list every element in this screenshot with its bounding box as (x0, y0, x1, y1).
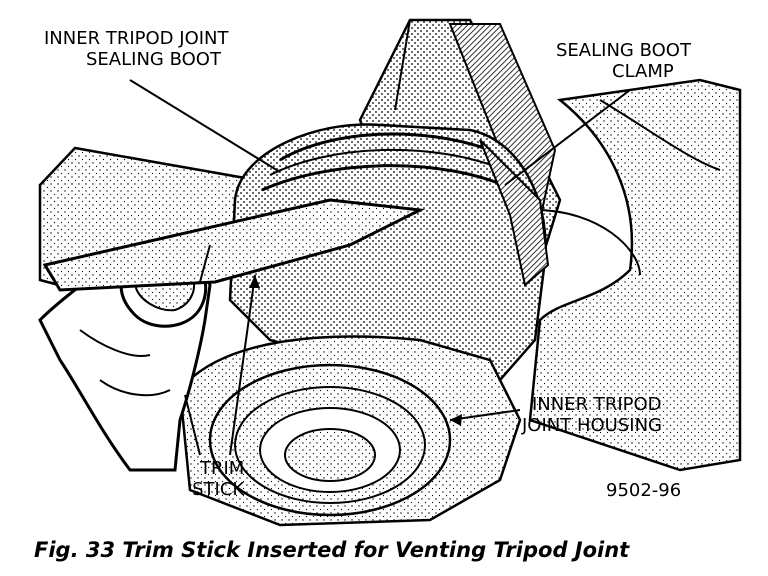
trim-label-line2: STICK (192, 479, 245, 500)
right-flange-curve-2 (534, 209, 641, 276)
finger-line-2 (99, 379, 171, 397)
trim-stick (42, 198, 426, 292)
leader-housing (449, 409, 521, 421)
boot-clamp-band (479, 139, 550, 287)
clamp-label-line1: SEALING BOOT (556, 40, 691, 61)
boot-ridge-3 (261, 164, 516, 192)
leader-trim-1 (184, 394, 201, 456)
figure-caption: Fig. 33 Trim Stick Inserted for Venting … (34, 538, 630, 562)
boot-ridge-1 (279, 132, 491, 162)
housing-ring-1 (208, 363, 452, 517)
housing-label-line2: JOINT HOUSING (522, 415, 662, 436)
label-inner-tripod-joint-housing: INNER TRIPOD JOINT HOUSING (522, 394, 662, 436)
boot-label-line2: SEALING BOOT (86, 49, 221, 70)
figure-reference-number: 9502-96 (606, 480, 682, 501)
shaft-edge (394, 19, 411, 111)
trim-label-line1: TRIM (200, 458, 245, 479)
label-trim-stick: TRIM STICK (192, 458, 244, 500)
housing-ring-4 (284, 428, 376, 482)
finger-line-1 (79, 329, 151, 357)
leader-housing-arrow (450, 414, 462, 426)
label-sealing-boot-clamp: SEALING BOOT CLAMP (556, 40, 691, 82)
leader-boot (129, 79, 281, 173)
right-flange (528, 78, 742, 472)
boot-ridge-2 (269, 148, 506, 176)
leader-trim-2 (229, 274, 256, 456)
label-inner-tripod-joint-sealing-boot: INNER TRIPOD JOINT SEALING BOOT (44, 28, 229, 70)
boot-label-line1: INNER TRIPOD JOINT (44, 28, 229, 49)
clamp-label-line2: CLAMP (612, 61, 674, 82)
housing-label-line1: INNER TRIPOD (532, 394, 662, 415)
leader-clamp (504, 89, 631, 186)
leader-trim-arrow (249, 275, 260, 288)
trim-stick-edge (199, 244, 211, 283)
housing-ring-2 (234, 386, 426, 504)
shaft-band (448, 23, 557, 223)
right-flange-curve (599, 99, 721, 171)
